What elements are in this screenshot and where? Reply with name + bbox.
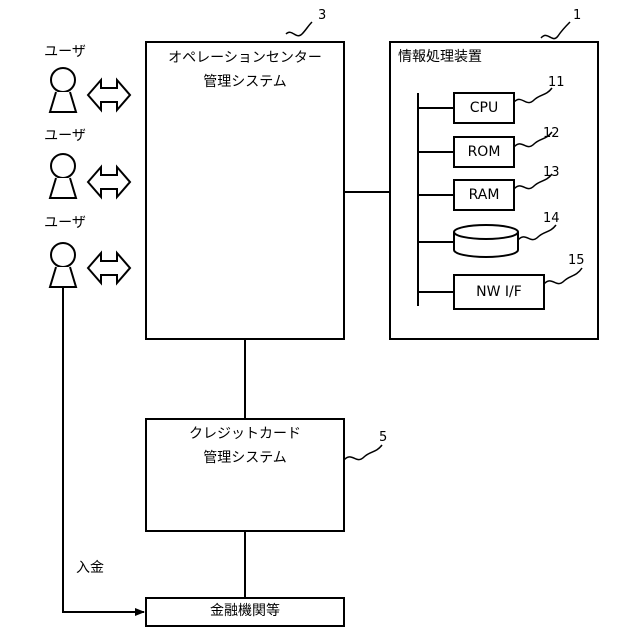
credit-card-title-line2: 管理システム (146, 450, 344, 467)
ram-label: RAM (454, 187, 514, 204)
ref-numeral-14: 14 (543, 211, 560, 227)
bidirectional-arrow-2 (88, 167, 130, 197)
ref-numeral-5: 5 (379, 430, 387, 446)
bidirectional-arrow-3 (88, 253, 130, 283)
info-device-title: 情報処理装置 (398, 49, 482, 66)
user-label-1: ユーザ (40, 44, 90, 61)
user-label-2: ユーザ (40, 128, 90, 145)
nwif-label: NW I/F (454, 284, 544, 301)
cpu-label: CPU (454, 100, 514, 117)
operation-center-title-line1: オペレーションセンター (146, 50, 344, 67)
ref-numeral-13: 13 (543, 165, 560, 181)
storage-cylinder (454, 225, 518, 257)
credit-card-title-line1: クレジットカード (146, 426, 344, 443)
ref-numeral-1: 1 (573, 8, 581, 24)
ref-leader-5 (344, 445, 382, 460)
rom-label: ROM (454, 144, 514, 161)
user-figure-3 (50, 243, 76, 287)
ref-leader-1 (541, 22, 570, 39)
deposit-label: 入金 (76, 560, 104, 577)
ref-leader-3 (286, 22, 312, 36)
bidirectional-arrow-1 (88, 80, 130, 110)
ref-numeral-12: 12 (543, 126, 560, 142)
financial-label: 金融機関等 (146, 603, 344, 620)
ref-numeral-15: 15 (568, 253, 585, 269)
operation-center-title-line2: 管理システム (146, 74, 344, 91)
ref-numeral-11: 11 (548, 75, 565, 91)
user-figure-2 (50, 154, 76, 198)
ref-numeral-3: 3 (318, 8, 326, 24)
user-label-3: ユーザ (40, 215, 90, 232)
user-figure-1 (50, 68, 76, 112)
